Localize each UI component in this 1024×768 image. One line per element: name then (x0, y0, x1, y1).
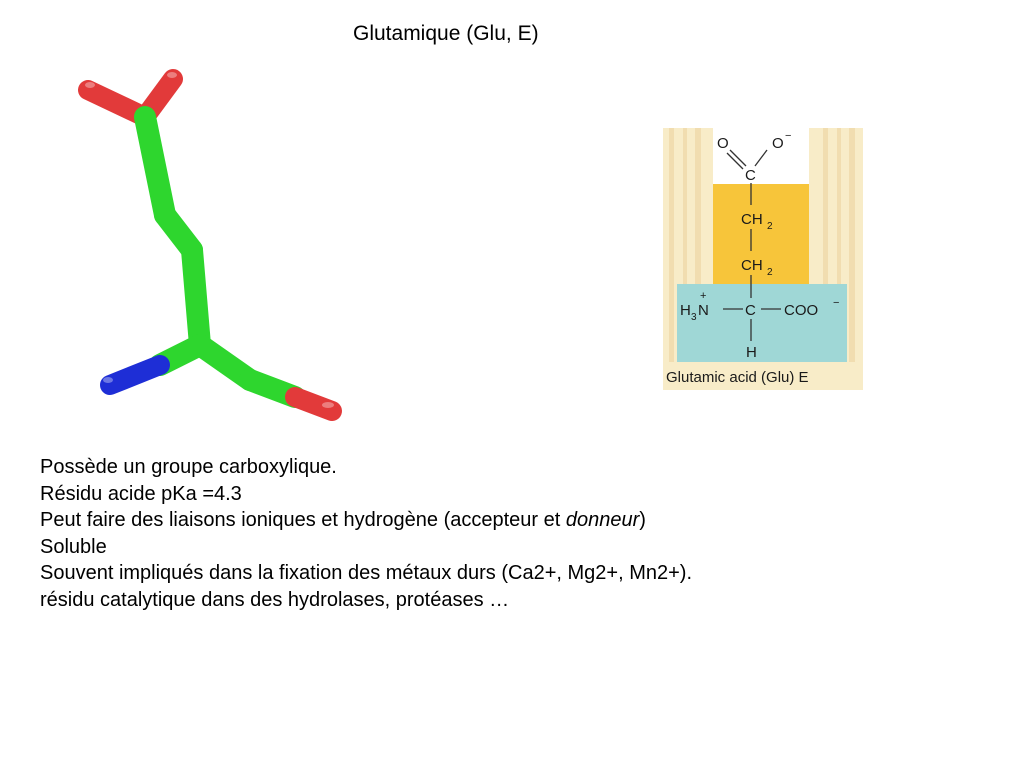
text-line-carboxyl: Possède un groupe carboxylique. (40, 456, 337, 478)
atom-alpha-c: C (745, 302, 756, 319)
atom-carboxyl-c: C (745, 167, 756, 184)
atom-amine-charge: + (700, 290, 706, 302)
carbon-bond-1 (134, 106, 176, 226)
glutamic-acid-structure-figure: O O − C CH 2 CH 2 H 3 N + C COO − H Glut… (663, 128, 863, 390)
atom-coo-charge: − (833, 297, 839, 309)
text-line-pka: Résidu acide pKa =4.3 (40, 482, 242, 505)
text-line-bonds-italic: donneur (565, 509, 640, 531)
atom-ch2-mid: CH (741, 257, 763, 274)
atom-amine-h: H (680, 302, 691, 319)
atom-ch2-top-sub: 2 (767, 221, 773, 232)
text-line-bonds-main: Peut faire des liaisons ioniques et hydr… (40, 509, 566, 531)
text-line-metals: Souvent impliqués dans la fixation des m… (40, 562, 693, 584)
carbon-bond-3 (181, 239, 211, 356)
oxygen-bond-bottom (285, 387, 342, 421)
nitrogen-bond-blue (100, 355, 170, 395)
structure-caption: Glutamic acid (Glu) E (666, 369, 809, 386)
atom-ch2-top: CH (741, 211, 763, 228)
text-line-bonds: Peut faire des liaisons ioniques et hydr… (40, 507, 692, 534)
backbone-block (677, 284, 847, 362)
carboxyl-box (713, 128, 809, 184)
atom-o-charge: − (785, 130, 791, 142)
atom-ch2-mid-sub: 2 (767, 267, 773, 278)
atom-amine-n: N (698, 302, 709, 319)
atom-coo: COO (784, 302, 818, 319)
atom-amine-sub: 3 (691, 312, 697, 323)
atom-o-right: O (772, 135, 784, 152)
text-line-soluble: Soluble (40, 535, 107, 558)
text-line-bonds-end: ) (639, 509, 646, 531)
atom-alpha-h: H (746, 344, 757, 361)
description-text: Possède un groupe carboxylique. Résidu a… (40, 454, 692, 613)
slide-title: Glutamique (Glu, E) (353, 22, 539, 45)
text-line-catalytic: résidu catalytique dans des hydrolases, … (40, 588, 510, 611)
side-chain-block (713, 184, 809, 284)
glutamate-stick-model (78, 69, 342, 421)
atom-o-left: O (717, 135, 729, 152)
